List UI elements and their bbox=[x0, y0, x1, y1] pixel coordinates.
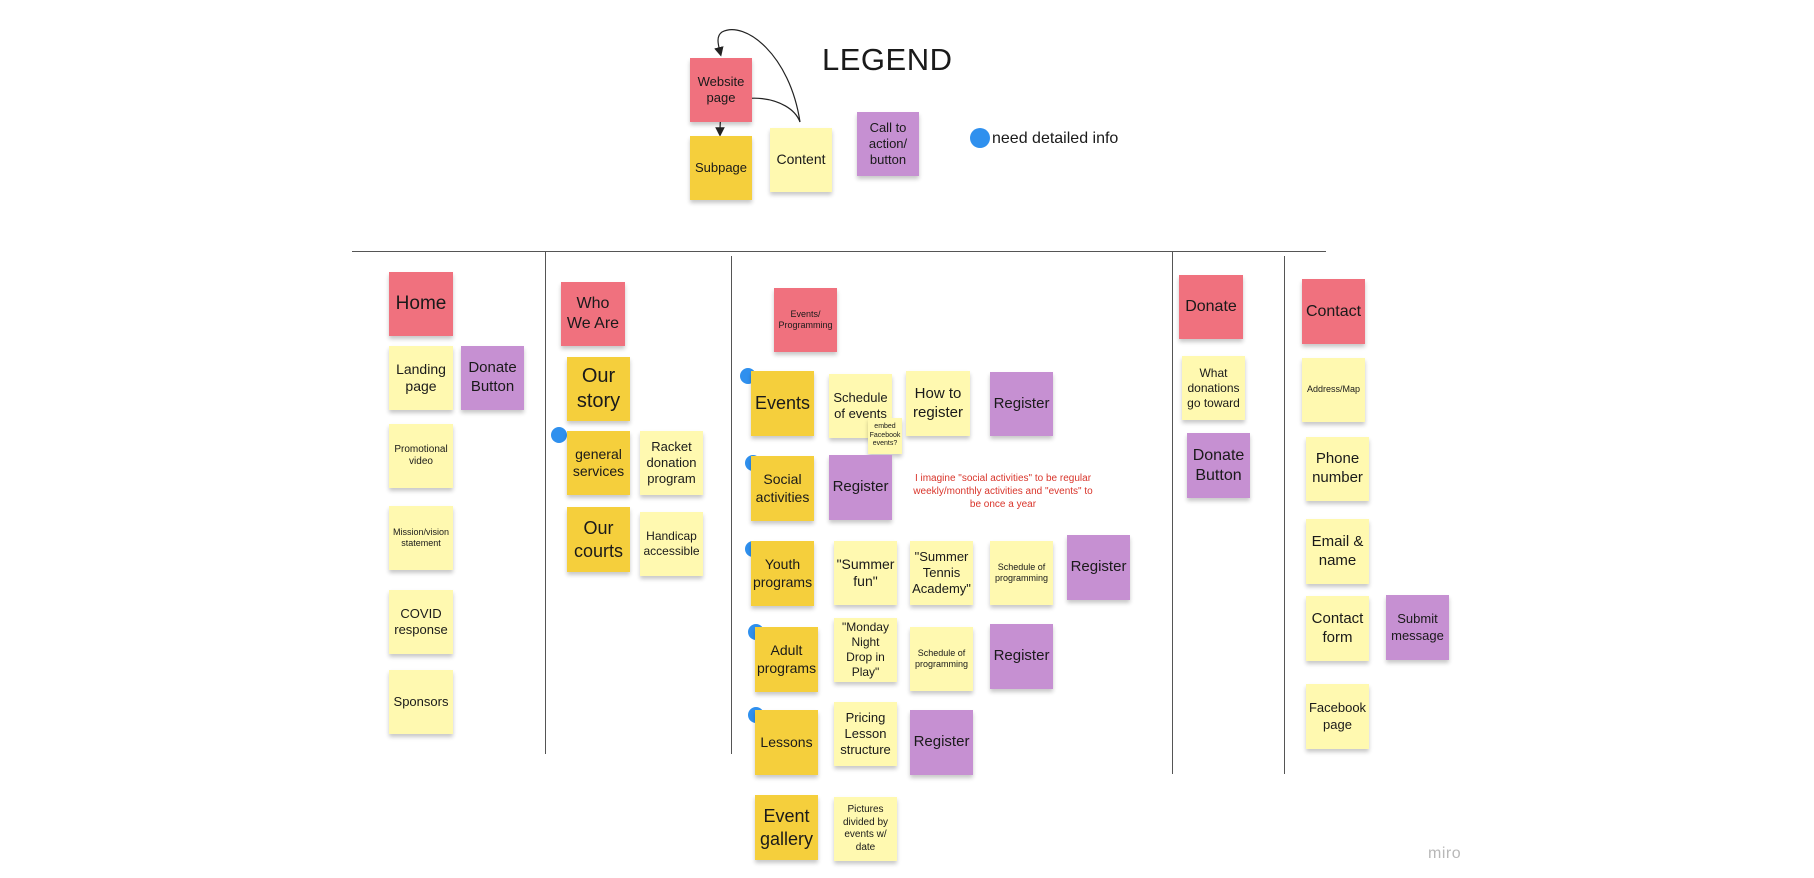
promotional-video-note[interactable]: Promotional video bbox=[389, 424, 453, 488]
what-donations-note[interactable]: What donations go toward bbox=[1182, 356, 1245, 420]
who-we-are-page-note[interactable]: Who We Are bbox=[561, 282, 625, 346]
donate-button-note[interactable]: Donate Button bbox=[1187, 433, 1250, 498]
social-events-comment: I imagine "social activities" to be regu… bbox=[913, 473, 1093, 510]
phone-number-note[interactable]: Phone number bbox=[1306, 437, 1369, 501]
summer-fun-note[interactable]: "Summer fun" bbox=[834, 541, 897, 605]
divider-4 bbox=[1284, 256, 1285, 774]
legend-need-info-label: need detailed info bbox=[992, 130, 1119, 147]
sponsors-note[interactable]: Sponsors bbox=[389, 670, 453, 734]
miro-watermark: miro bbox=[1428, 845, 1462, 862]
divider-2 bbox=[731, 256, 732, 754]
how-to-register-note[interactable]: How to register bbox=[906, 371, 970, 436]
covid-response-note[interactable]: COVID response bbox=[389, 590, 453, 654]
contact-form-note[interactable]: Contact form bbox=[1306, 596, 1369, 661]
donate-page-note[interactable]: Donate bbox=[1179, 275, 1243, 339]
legend-subpage-note[interactable]: Subpage bbox=[690, 136, 752, 200]
monday-night-note[interactable]: "Monday Night Drop in Play" bbox=[834, 618, 897, 682]
events-programming-page-note[interactable]: Events/ Programming bbox=[774, 288, 837, 352]
lessons-note[interactable]: Lessons bbox=[755, 710, 818, 775]
address-map-note[interactable]: Address/Map bbox=[1302, 358, 1365, 422]
top-divider bbox=[352, 251, 1326, 252]
social-activities-note[interactable]: Social activities bbox=[751, 456, 814, 521]
divider-1 bbox=[545, 251, 546, 754]
our-story-note[interactable]: Our story bbox=[567, 357, 630, 421]
general-services-note[interactable]: general services bbox=[567, 431, 630, 495]
legend-website-page-note[interactable]: Website page bbox=[690, 58, 752, 122]
submit-message-note[interactable]: Submit message bbox=[1386, 595, 1449, 660]
adult-schedule-programming-note[interactable]: Schedule of programming bbox=[910, 627, 973, 691]
events-note[interactable]: Events bbox=[751, 371, 814, 436]
adult-register-button-note[interactable]: Register bbox=[990, 624, 1053, 689]
handicap-accessible-note[interactable]: Handicap accessible bbox=[640, 512, 703, 576]
event-gallery-note[interactable]: Event gallery bbox=[755, 795, 818, 860]
email-name-note[interactable]: Email & name bbox=[1306, 519, 1369, 584]
racket-donation-note[interactable]: Racket donation program bbox=[640, 431, 703, 495]
events-register-button-note[interactable]: Register bbox=[990, 372, 1053, 436]
our-courts-note[interactable]: Our courts bbox=[567, 507, 630, 572]
divider-3 bbox=[1172, 251, 1173, 774]
legend-info-dot bbox=[970, 128, 990, 148]
youth-schedule-programming-note[interactable]: Schedule of programming bbox=[990, 541, 1053, 605]
legend-cta-note[interactable]: Call to action/ button bbox=[857, 112, 919, 176]
embed-facebook-note[interactable]: embed Facebook events? bbox=[868, 418, 902, 454]
youth-programs-note[interactable]: Youth programs bbox=[751, 541, 814, 606]
summer-tennis-academy-note[interactable]: "Summer Tennis Academy" bbox=[910, 541, 973, 605]
pictures-by-date-note[interactable]: Pictures divided by events w/ date bbox=[834, 797, 897, 861]
legend-content-note[interactable]: Content bbox=[770, 128, 832, 192]
legend-title: LEGEND bbox=[822, 42, 953, 77]
home-donate-button-note[interactable]: Donate Button bbox=[461, 346, 524, 410]
pricing-lesson-note[interactable]: Pricing Lesson structure bbox=[834, 702, 897, 766]
adult-programs-note[interactable]: Adult programs bbox=[755, 627, 818, 692]
general-services-info-dot bbox=[551, 427, 567, 443]
mission-statement-note[interactable]: Mission/vision statement bbox=[389, 506, 453, 570]
facebook-page-note[interactable]: Facebook page bbox=[1306, 684, 1369, 749]
social-register-button-note[interactable]: Register bbox=[829, 455, 892, 520]
lessons-register-button-note[interactable]: Register bbox=[910, 710, 973, 775]
contact-page-note[interactable]: Contact bbox=[1302, 279, 1365, 344]
youth-register-button-note[interactable]: Register bbox=[1067, 535, 1130, 600]
home-page-note[interactable]: Home bbox=[389, 272, 453, 336]
landing-page-note[interactable]: Landing page bbox=[389, 346, 453, 410]
